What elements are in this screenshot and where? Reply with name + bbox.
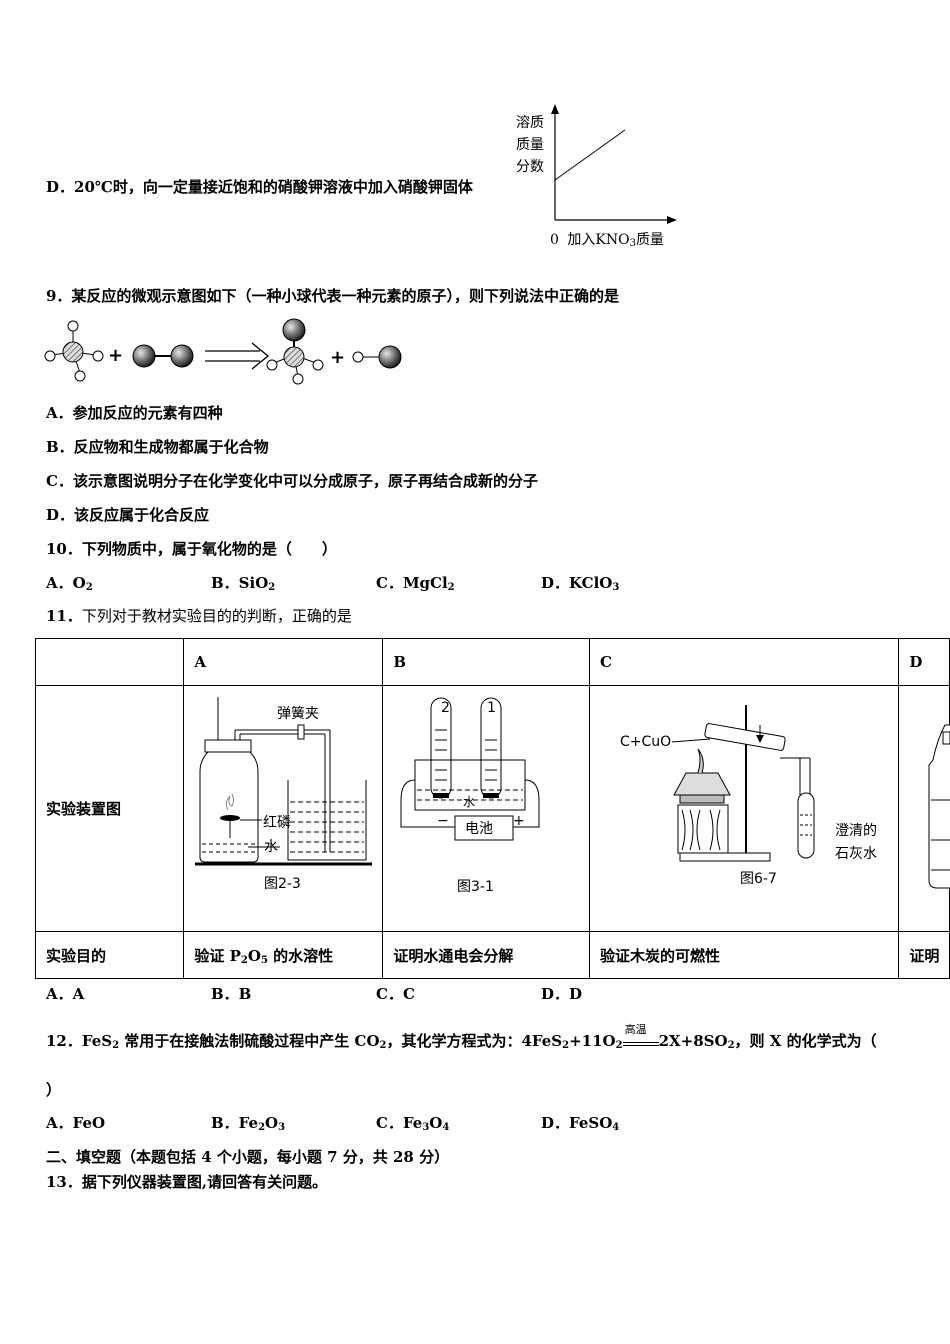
plus-sign-1: +: [108, 345, 123, 366]
q9-stem: 9．某反应的微观示意图如下（一种小球代表一种元素的原子），则下列说法中正确的是: [46, 287, 619, 305]
label-minus: −: [437, 813, 449, 829]
label-limewater-2: 石灰水: [835, 846, 877, 862]
figure-d-bottle-partial: [928, 724, 950, 889]
label-c-cuo: C+CuO: [620, 734, 672, 750]
label-water-a: 水: [264, 839, 278, 855]
q12-option-a: A．FeO: [46, 1114, 106, 1132]
label-battery: 电池: [465, 821, 493, 837]
reactant-molecule-2: [132, 344, 194, 368]
section-2-heading: 二、填空题（本题包括 4 个小题，每小题 7 分，共 28 分）: [46, 1148, 450, 1166]
tube-label-1: 1: [487, 700, 496, 716]
table-header-row: A B C D: [34, 638, 950, 686]
label-red-phosphorus: 红磷: [263, 815, 291, 831]
q11-option-a: A．A: [46, 985, 85, 1003]
goal-b: 证明水通电会分解: [382, 931, 591, 979]
goal-d: 证明: [898, 931, 950, 979]
q12-option-c: C．Fe3O4: [376, 1114, 450, 1133]
label-limewater-1: 澄清的: [835, 823, 877, 839]
q11-option-c: C．C: [376, 985, 415, 1003]
device-c-cell: [589, 685, 900, 932]
q12-close-paren: ）: [46, 1081, 62, 1099]
q10-option-c: C．MgCl2: [376, 574, 455, 593]
graph-ylabel-2: 质量: [516, 137, 544, 153]
table-header-c: C: [589, 638, 900, 686]
graph-origin: 0 加入KNO3质量: [550, 232, 664, 249]
q9-option-b: B．反应物和生成物都属于化合物: [46, 438, 269, 456]
label-water-b: 水: [463, 795, 476, 809]
caption-fig-b: 图3-1: [457, 879, 494, 895]
solubility-graph: [551, 104, 677, 224]
q12-option-b: B．Fe2O3: [211, 1114, 286, 1133]
q11-option-b: B．B: [211, 985, 252, 1003]
caption-fig-a: 图2-3: [264, 876, 301, 892]
product-molecule-1: [266, 318, 324, 385]
reaction-diagram: + +: [44, 318, 402, 385]
table-goal-row: 实验目的 验证 P2O5 的水溶性 证明水通电会分解 验证木炭的可燃性 证明: [34, 931, 950, 979]
table-header-d: D: [898, 638, 950, 686]
q10-option-b: B．SiO2: [211, 574, 276, 593]
goal-c: 验证木炭的可燃性: [589, 931, 900, 979]
q10-option-a: A．O2: [46, 574, 93, 593]
plus-sign-2: +: [330, 347, 345, 368]
q10-stem: 10．下列物质中，属于氧化物的是（ ）: [46, 540, 337, 558]
q12-option-d: D．FeSO4: [541, 1114, 620, 1133]
figure-c-carbon-reduction: [671, 705, 815, 862]
tube-label-2: 2: [441, 700, 450, 716]
q11-stem: 11．下列对于教材实验目的的判断，正确的是: [46, 607, 352, 625]
table-header-empty: [34, 638, 185, 686]
reactant-molecule-1: [44, 320, 104, 382]
q9-option-d: D．该反应属于化合反应: [46, 506, 210, 524]
goal-a: 验证 P2O5 的水溶性: [183, 931, 384, 979]
row-label-device: 实验装置图: [34, 685, 185, 932]
caption-fig-c: 图6-7: [740, 871, 777, 887]
product-molecule-2: [352, 345, 402, 369]
q12-stem: 12．FeS2 常用于在接触法制硫酸过程中产生 CO2，其化学方程式为：4FeS…: [46, 1023, 877, 1051]
q9-option-a: A．参加反应的元素有四种: [46, 404, 223, 422]
q10-option-d: D．KClO3: [541, 574, 620, 593]
label-plus: +: [513, 813, 525, 829]
figure-b-electrolysis: [400, 697, 540, 841]
label-spring-clip: 弹簧夹: [277, 706, 319, 722]
q13-stem: 13．据下列仪器装置图,请回答有关问题。: [46, 1173, 328, 1191]
q11-option-d: D．D: [541, 985, 583, 1003]
reaction-arrow: [205, 342, 270, 370]
graph-ylabel-3: 分数: [516, 159, 544, 175]
graph-ylabel-1: 溶质: [516, 115, 544, 131]
reaction-condition: 高温: [622, 1023, 659, 1046]
figure-a-apparatus: [195, 697, 372, 866]
table-header-a: A: [183, 638, 384, 686]
row-label-goal: 实验目的: [34, 931, 185, 979]
q9-option-c: C．该示意图说明分子在化学变化中可以分成原子，原子再结合成新的分子: [46, 472, 538, 490]
q8-option-d: D．20℃时，向一定量接近饱和的硝酸钾溶液中加入硝酸钾固体: [46, 178, 473, 196]
table-header-b: B: [382, 638, 591, 686]
